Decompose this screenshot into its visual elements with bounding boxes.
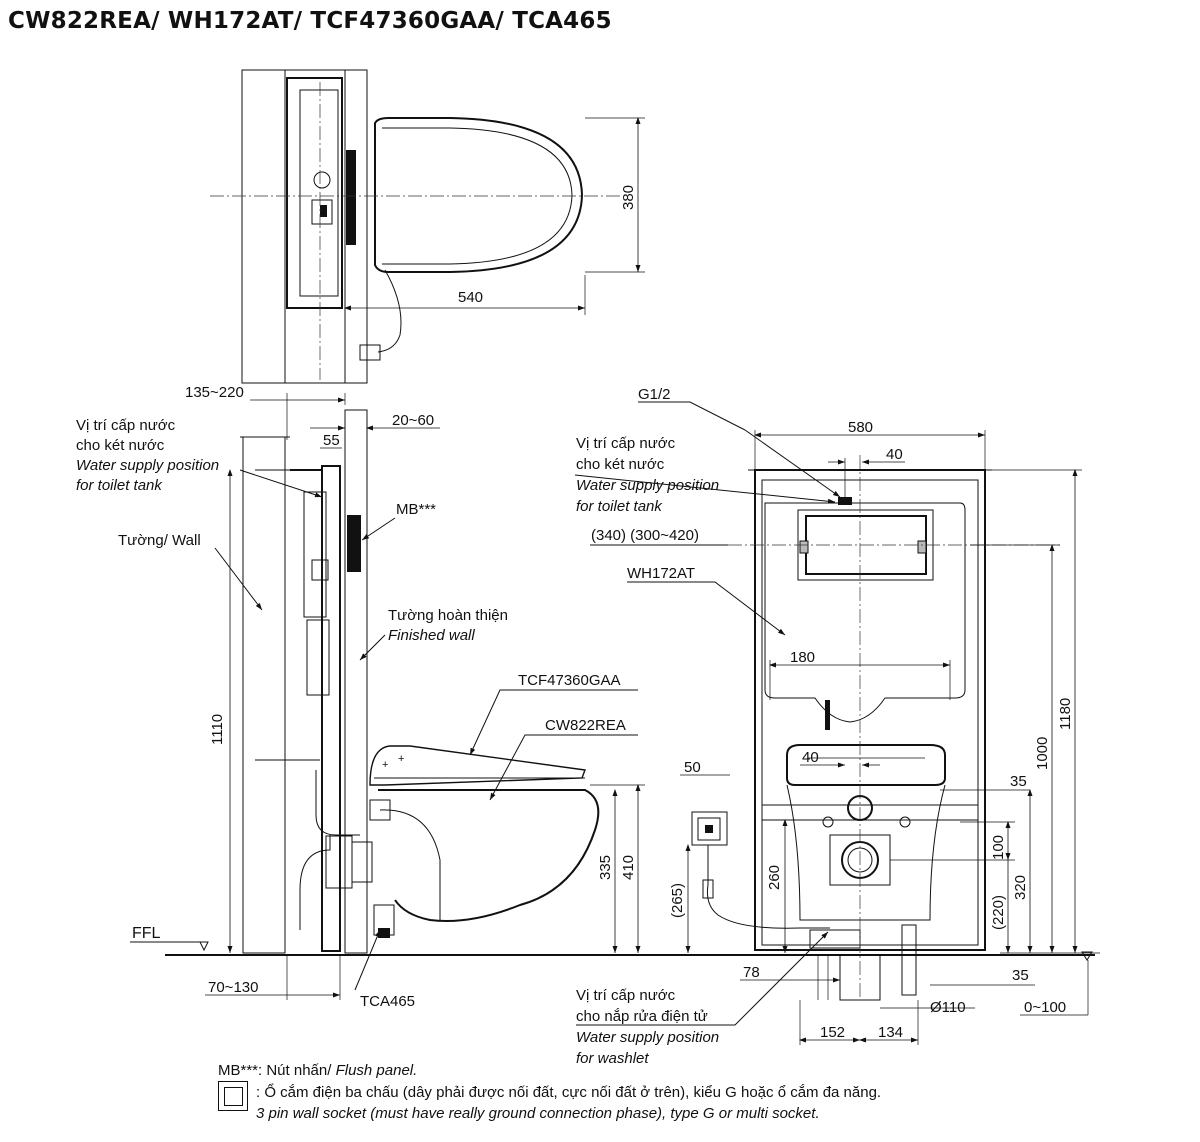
front-drain-bend: [809, 924, 917, 1001]
plan-flush-panel: [346, 150, 356, 245]
label-supply-tank-vi-1: Vị trí cấp nước: [76, 417, 176, 434]
dim-center-height: (220): [990, 895, 1007, 930]
label-front-supply-en-1: Water supply position: [576, 477, 719, 494]
plan-wall-hatch: [241, 69, 286, 384]
label-ffl: FFL: [132, 925, 161, 942]
plan-seat-outline: [374, 117, 584, 273]
legend-mb-row: MB***: Nút nhấn/ Flush panel.: [218, 1060, 417, 1081]
label-supply-tank-vi-2: cho két nước: [76, 437, 165, 454]
label-frame-model: WH172AT: [627, 565, 695, 582]
dim-pipe-diameter: Ø110: [930, 999, 966, 1016]
legend-mb-en: Flush panel.: [335, 1062, 418, 1079]
dim-panel-center-height: 1000: [1034, 737, 1051, 770]
label-supply-tank-en-2: for toilet tank: [76, 477, 163, 494]
side-bowl: [378, 789, 600, 922]
label-front-supply-vi-2: cho két nước: [576, 456, 665, 473]
dim-drain-height: 320: [1012, 875, 1029, 900]
label-finished-wall-vi: Tường hoàn thiện: [388, 607, 508, 624]
dim-plan-depth: 540: [458, 289, 483, 306]
dim-bend-78: 78: [743, 964, 760, 981]
front-bowl: [786, 744, 946, 921]
floor-line: FFL: [130, 925, 1100, 961]
label-bowl-model: CW822REA: [545, 717, 626, 734]
legend-socket-en: 3 pin wall socket (must have really grou…: [256, 1105, 820, 1122]
dim-hose-height: 260: [766, 865, 783, 890]
side-drain-pipe: [299, 770, 391, 930]
dim-socket-height: (265): [669, 883, 686, 918]
dim-bend-152: 152: [820, 1024, 845, 1041]
front-washlet-hose: [707, 845, 830, 929]
side-wall-hatch: [242, 436, 286, 954]
legend-mb-vi: : Nút nhấn/: [258, 1062, 336, 1079]
dim-bowl-height: 335: [597, 855, 614, 880]
label-seat-model: TCF47360GAA: [518, 672, 621, 689]
svg-text:+: +: [382, 759, 388, 771]
label-finished-wall-en: Finished wall: [388, 627, 475, 644]
label-supply-washlet-vi-2: cho nắp rửa điện tử: [576, 1008, 708, 1025]
legend-mb-code: MB***: [218, 1062, 259, 1079]
side-elevation-view: 135~220 20~60 55: [76, 384, 645, 1010]
legend-socket-vi: : Ổ cắm điện ba chấu (dây phải được nối …: [256, 1084, 882, 1101]
label-front-supply-vi-1: Vị trí cấp nước: [576, 435, 676, 452]
legend: MB***: Nút nhấn/ Flush panel. : Ổ cắm đi…: [218, 1060, 881, 1122]
label-bend-model: TCA465: [360, 993, 415, 1010]
dim-bowl-offset: 40: [802, 749, 819, 766]
dim-frame-width: 580: [848, 419, 873, 436]
label-wall: Tường/ Wall: [118, 532, 201, 549]
dim-bottom-35: 35: [1012, 967, 1029, 984]
label-mb: MB***: [396, 501, 436, 518]
label-front-supply-en-2: for toilet tank: [576, 498, 663, 515]
plan-supply-valve: [313, 171, 331, 189]
dim-drain-spacing: 100: [990, 835, 1007, 860]
dim-top-35: 35: [1010, 773, 1027, 790]
dim-plan-width: 380: [620, 185, 637, 210]
front-elevation-view: 580 40 G1/2 Vị trí cấp nước cho két nước…: [574, 386, 1089, 1067]
dim-bolt-spacing: 180: [790, 649, 815, 666]
drawing-title: CW822REA/ WH172AT/ TCF47360GAA/ TCA465: [8, 8, 612, 34]
side-washlet-seat: + +: [369, 745, 586, 786]
legend-socket-icon: [218, 1081, 248, 1111]
dim-base-offset: 70~130: [208, 979, 258, 996]
dim-finish-thickness: 20~60: [392, 412, 434, 429]
dim-socket-offset: 50: [684, 759, 701, 776]
dim-supply-offset: 40: [886, 446, 903, 463]
dim-floor-adjust: 0~100: [1024, 999, 1066, 1016]
dim-seat-height: 410: [620, 855, 637, 880]
label-supply-washlet-en-2: for washlet: [576, 1050, 649, 1067]
dim-frame-height: 1180: [1057, 698, 1074, 730]
plan-supply-hose: [377, 269, 402, 353]
top-plan-view: 380 540: [210, 69, 645, 384]
dim-frame-offset: 55: [323, 432, 340, 449]
label-supply-washlet-vi-1: Vị trí cấp nước: [576, 987, 676, 1004]
label-supply-tank-en-1: Water supply position: [76, 457, 219, 474]
dim-supply-height: 1110: [209, 714, 226, 745]
dim-bend-134: 134: [878, 1024, 903, 1041]
front-wall-socket: [691, 811, 728, 846]
side-frame: [255, 465, 341, 952]
svg-text:+: +: [398, 753, 404, 765]
plan-frame: [286, 77, 343, 309]
label-g12: G1/2: [638, 386, 671, 403]
dim-wall-gap: 135~220: [185, 384, 244, 401]
label-supply-washlet-en-1: Water supply position: [576, 1029, 719, 1046]
side-finished-wall: [344, 409, 368, 954]
side-flush-panel: [347, 515, 361, 572]
dim-panel-height: (340) (300~420): [591, 527, 699, 544]
